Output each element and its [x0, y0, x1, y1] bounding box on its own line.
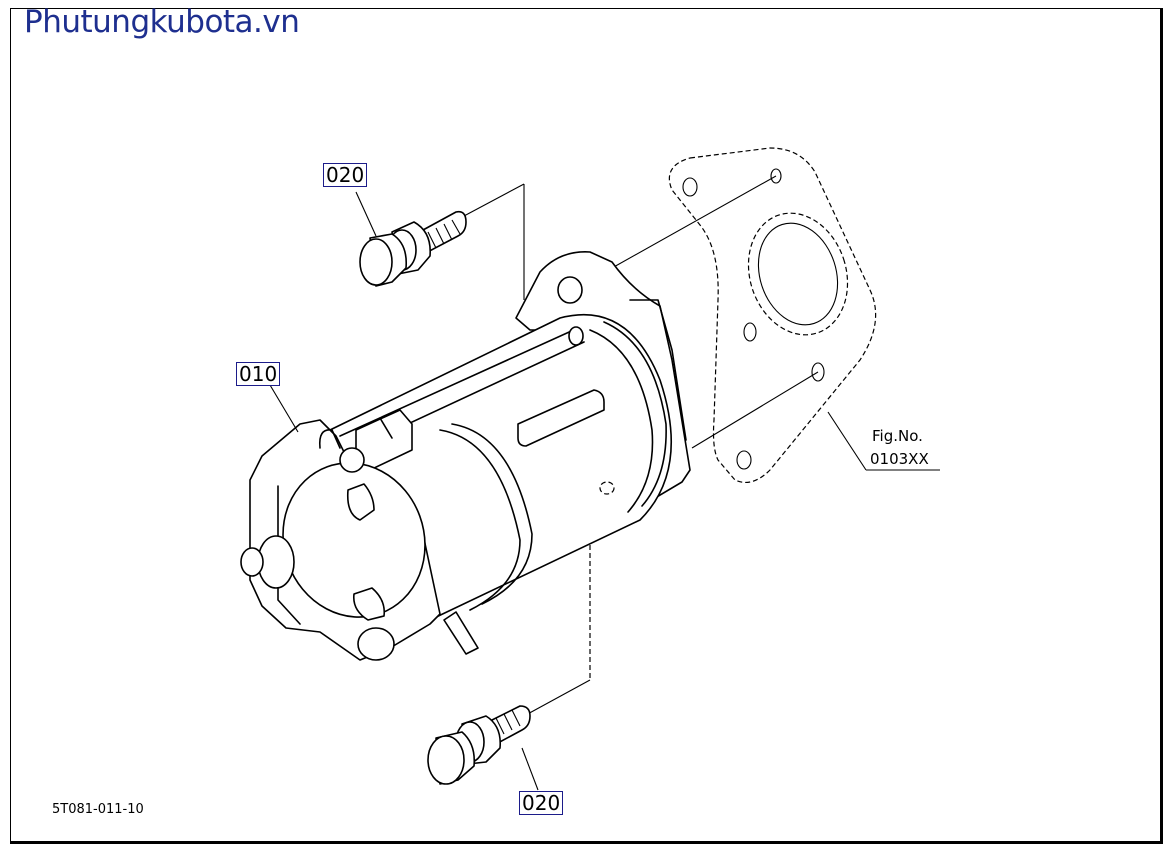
starter-leader	[269, 384, 299, 433]
diagram-frame	[10, 8, 1163, 844]
mounting-bolt-top	[355, 191, 467, 287]
starter-motor	[240, 251, 691, 661]
callout-020-bottom[interactable]: 020	[519, 791, 564, 815]
fig-no-number[interactable]: 0103XX	[870, 450, 929, 468]
mounting-bolt-bottom	[427, 705, 539, 791]
fig-no-label: Fig.No.	[872, 427, 923, 445]
diagram-code: 5T081-011-10	[52, 802, 144, 817]
callout-020-top[interactable]: 020	[323, 163, 368, 187]
watermark-text: Phutungkubota.vn	[24, 4, 300, 40]
gasket-flange	[668, 147, 877, 483]
callout-010[interactable]: 010	[236, 362, 281, 386]
